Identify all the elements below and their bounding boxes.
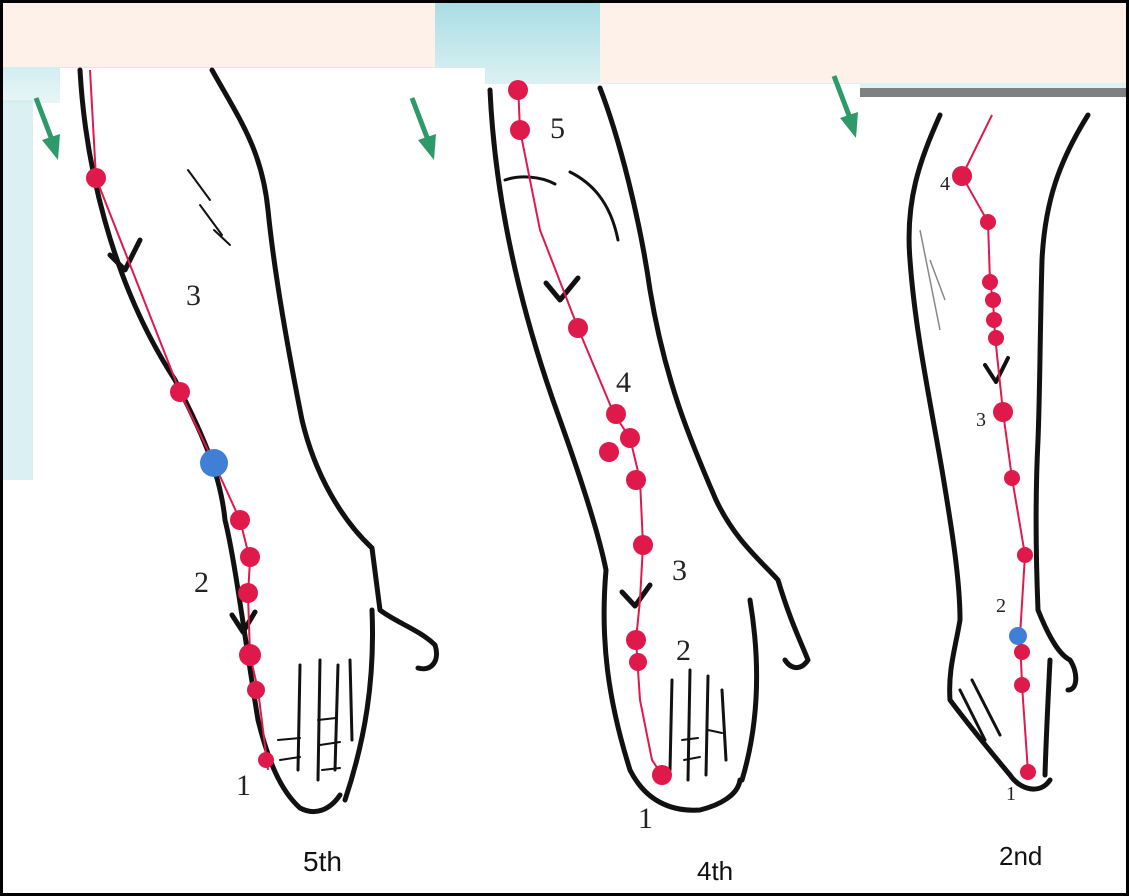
acupoint	[239, 644, 261, 666]
point-label: 1	[236, 769, 251, 802]
caption-fifth: 5th	[303, 846, 342, 878]
acupoint	[170, 382, 190, 402]
acupoint	[508, 80, 528, 100]
acupoint	[982, 274, 998, 290]
acupoint	[599, 442, 619, 462]
acupoint	[652, 765, 672, 785]
point-label: 3	[976, 409, 986, 431]
acupoint	[606, 404, 626, 424]
acupoint	[626, 470, 646, 490]
acupoint	[258, 752, 274, 768]
caption-fourth: 4th	[697, 856, 733, 887]
acupoint-blue	[1009, 627, 1027, 645]
point-label: 3	[672, 554, 687, 587]
acupoint	[1004, 470, 1020, 486]
point-label: 3	[186, 279, 201, 312]
acupoint	[247, 681, 265, 699]
divider-bar	[860, 88, 1126, 97]
acupoint	[568, 318, 588, 338]
acupoint	[240, 547, 260, 567]
acupoint-blue	[200, 449, 228, 477]
acupoint	[620, 428, 640, 448]
acupoint	[510, 120, 530, 140]
acupoint	[985, 292, 1001, 308]
point-label: 1	[1006, 783, 1016, 805]
acupoint	[86, 168, 106, 188]
acupoint	[626, 630, 646, 650]
acupoint	[1014, 644, 1030, 660]
point-label: 2	[194, 566, 209, 599]
acupoint	[633, 535, 653, 555]
acupoint	[952, 166, 972, 186]
acupoint	[1017, 547, 1033, 563]
point-label: 2	[996, 595, 1006, 617]
acupoint	[986, 312, 1002, 328]
point-label: 5	[550, 112, 565, 145]
arrow-down-right-icon	[36, 98, 60, 160]
acupoint	[993, 402, 1013, 422]
arm-meridian-diagram: 3 2 1 5 4	[3, 3, 1126, 893]
acupoint	[629, 653, 647, 671]
acupoint	[230, 510, 250, 530]
acupoint	[1014, 677, 1030, 693]
point-label: 4	[940, 173, 950, 195]
acupoint	[980, 214, 996, 230]
point-label: 1	[638, 802, 653, 835]
acupoint	[238, 583, 258, 603]
point-label: 2	[676, 634, 691, 667]
acupoint	[1020, 764, 1036, 780]
panel-fourth-bg	[485, 84, 860, 890]
caption-second: 2nd	[999, 841, 1042, 872]
point-label: 4	[616, 366, 631, 399]
acupoint	[988, 330, 1004, 346]
